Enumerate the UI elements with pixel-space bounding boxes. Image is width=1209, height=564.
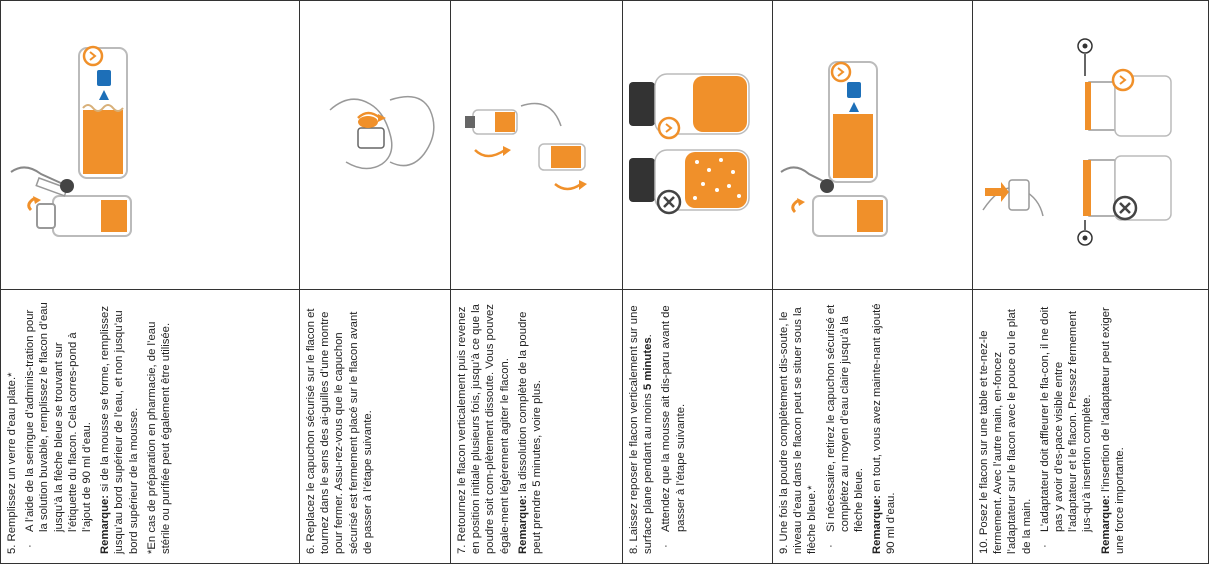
step-10-bullet: · L’adaptateur doit affleurer le fla-con,… (1038, 300, 1095, 554)
rotated-text-step-5: 5. Remplissez un verre d’eau plate.* · A … (1, 294, 181, 560)
grid-line (972, 0, 973, 564)
illustration-step-6 (300, 0, 449, 289)
step-5-heading: 5. Remplissez un verre d’eau plate.* (6, 372, 18, 554)
step-10-remark: Remarque: l’insertion de l’adaptateur pe… (1099, 300, 1127, 554)
text-cell-step-9: 9. Une fois la poudre complètement dis-s… (773, 290, 971, 564)
step-7-remark: Remarque: la dissolution complète de la … (516, 300, 544, 554)
text-cell-step-7: 7. Retournez le flacon verticalement pui… (451, 290, 621, 564)
text-cell-step-10: 10. Posez le flacon sur une table et te-… (973, 290, 1208, 564)
step-10-heading: 10. Posez le flacon sur une table et te-… (978, 309, 1033, 554)
grid-line (622, 0, 623, 564)
rotated-text-step-10: 10. Posez le flacon sur une table et te-… (973, 294, 1135, 560)
step-8-bullet: · Attendez que la mousse ait dis-paru ava… (659, 300, 687, 554)
step-9-remark: Remarque: en tout, vous avez mainte-nant… (870, 300, 898, 554)
remark-label: Remarque: (871, 494, 884, 554)
grid-line (772, 0, 773, 564)
illustration-step-9 (773, 0, 971, 289)
remark-label: Remarque: (99, 494, 112, 554)
step-5-bullet-text: A l’aide de la seringue d’adminis-tratio… (24, 302, 94, 532)
illustration-step-7 (451, 0, 621, 289)
step-6-heading: 6. Replacez le capuchon sécurisé sur le … (305, 308, 374, 554)
bullet-marker: · (1038, 544, 1051, 548)
illustration-step-8 (623, 0, 771, 289)
step-7-heading: 7. Retournez le flacon verticalement pui… (456, 304, 511, 554)
grid-line (450, 0, 451, 564)
rotated-text-step-6: 6. Replacez le capuchon sécurisé sur le … (300, 294, 383, 560)
illustration-step-10 (973, 0, 1208, 289)
remark-label: Remarque: (1099, 494, 1112, 554)
grid-line (299, 0, 300, 564)
grid-line (0, 0, 1, 564)
rotated-text-step-9: 9. Une fois la poudre complètement dis-s… (773, 294, 907, 560)
step-9-bullet-text: Si nécessaire, retirez le capuchon sécur… (824, 304, 866, 532)
bullet-marker: · (824, 544, 837, 548)
step-8-duration: 5 minutes (642, 337, 655, 391)
remark-label: Remarque: (516, 494, 529, 554)
step-5-bullet: · A l’aide de la seringue d’adminis-trati… (23, 300, 94, 554)
text-cell-step-8: 8. Laissez reposer le flacon verticaleme… (623, 290, 771, 564)
step-8-period: . (642, 334, 655, 338)
step-10-bullet-text: L’adaptateur doit affleurer le fla-con, … (1038, 306, 1094, 532)
grid-line (0, 0, 1209, 1)
text-cell-step-6: 6. Replacez le capuchon sécurisé sur le … (300, 290, 449, 564)
grid-line (0, 289, 1209, 290)
step-8-bullet-text: Attendez que la mousse ait dis-paru avan… (660, 305, 687, 532)
step-5-remark: Remarque: si de la mousse se forme, remp… (98, 300, 141, 554)
step-5-footnote: *En cas de préparation en pharmacie, de … (145, 321, 173, 554)
text-cell-step-5: 5. Remplissez un verre d’eau plate.* · A … (1, 290, 299, 564)
rotated-text-step-7: 7. Retournez le flacon verticalement pui… (451, 294, 552, 560)
step-9-heading: 9. Une fois la poudre complètement dis-s… (778, 307, 819, 554)
rotated-text-step-8: 8. Laissez reposer le flacon verticaleme… (623, 294, 696, 560)
illustration-step-5 (1, 0, 299, 289)
step-8-heading: 8. Laissez reposer le flacon verticaleme… (627, 300, 655, 554)
step-9-bullet: · Si nécessaire, retirez le capuchon sécu… (824, 300, 867, 554)
bullet-marker: · (24, 544, 37, 548)
bullet-marker: · (660, 544, 673, 548)
